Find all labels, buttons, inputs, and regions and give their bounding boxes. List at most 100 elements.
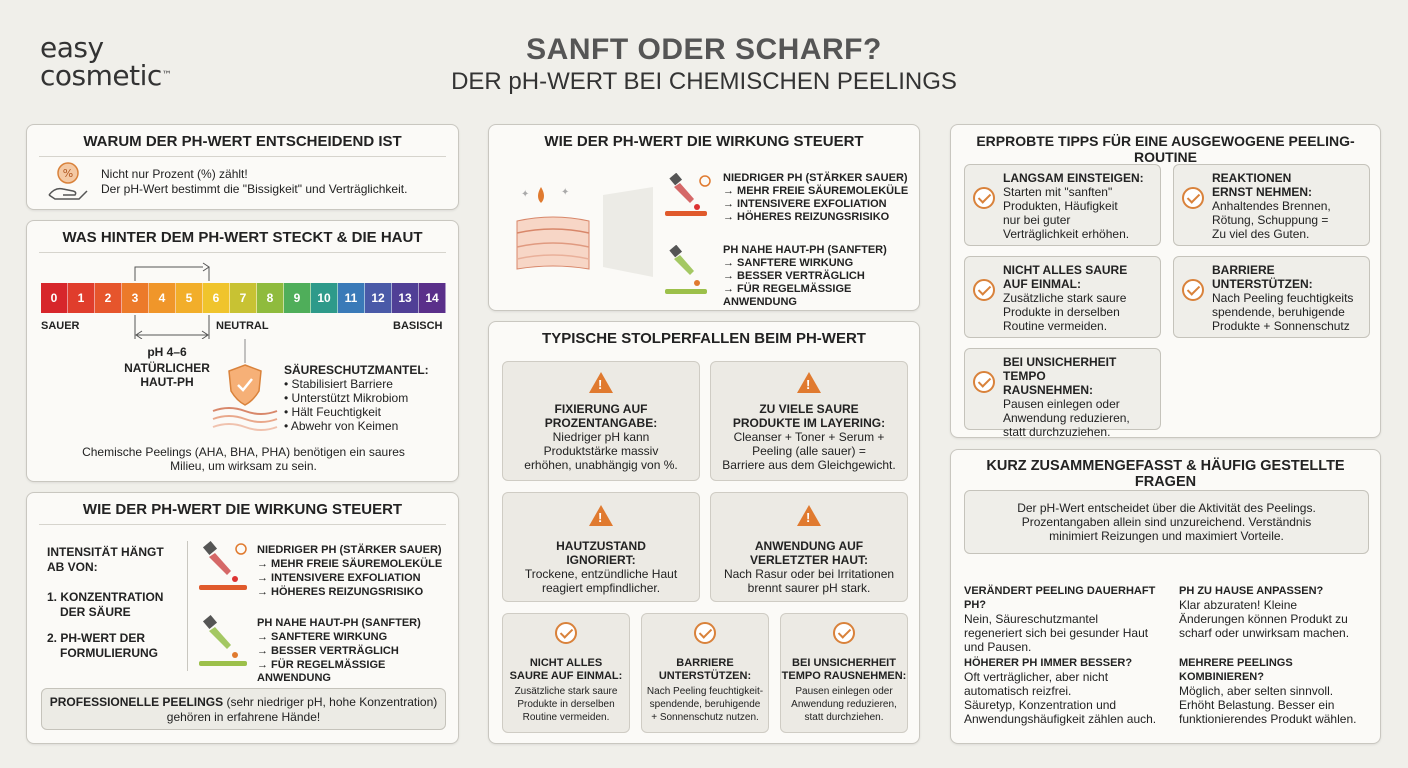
logo-word: cosmetic: [40, 59, 162, 92]
logo-line-2: cosmetic™: [40, 59, 172, 92]
svg-text:✦: ✦: [561, 187, 569, 198]
tip-5-body-1: Pausen einlegen oder: [1003, 397, 1120, 411]
dropper-acid-icon: [665, 173, 711, 216]
label-basisch: BASISCH: [393, 320, 443, 332]
pitfall-2-body-3: Barriere aus dem Gleichgewicht.: [722, 458, 896, 472]
pitfall-7-title-1: BEI UNSICHERHEIT: [792, 657, 896, 669]
tip-5-text: BEI UNSICHERHEIT TEMPO RAUSNEHMEN: Pause…: [1003, 355, 1160, 439]
panel-faq-title: KURZ ZUSAMMENGEFASST & HÄUFIG GESTELLTE …: [986, 458, 1345, 490]
panel-warum-title: WARUM DER PH-WERT ENTSCHEIDEND IST: [39, 125, 446, 157]
faq-3-answer-4: Anwendungshäufigkeit zählen auch.: [964, 712, 1157, 726]
panel-skala: WAS HINTER DEM PH-WERT STECKT & DIE HAUT…: [26, 220, 459, 482]
label-sauer: SAUER: [41, 320, 80, 332]
mantel-item-2: • Unterstützt Mikrobiom: [284, 391, 409, 405]
faq-2-answer-1: Klar abzuraten! Kleine: [1179, 598, 1298, 612]
warum-line-2: Der pH-Wert bestimmt die "Bissigkeit" un…: [101, 182, 408, 196]
skala-footer-2: Milieu, um wirksam zu sein.: [170, 459, 317, 473]
tip-1-body-3: nur bei guter: [1003, 213, 1071, 227]
page-subtitle: DER pH-WERT BEI CHEMISCHEN PEELINGS: [451, 68, 957, 95]
pro-peeling-rest: (sehr niedriger pH, hohe Konzentration): [223, 695, 438, 709]
pitfall-6-title-1: BARRIERE: [676, 657, 734, 669]
panel-wirkung-mid: WIE DER PH-WERT DIE WIRKUNG STEUERT ✦ ✦ …: [488, 124, 920, 311]
panel-wirkung-left-title: WIE DER PH-WERT DIE WIRKUNG STEUERT: [39, 493, 446, 525]
pitfall-4-body-2: brennt saurer pH stark.: [747, 581, 871, 595]
faq-4-answer-1: Möglich, aber selten sinnvoll.: [1179, 684, 1334, 698]
ph-scale-cell: 4: [149, 283, 176, 313]
faq-4-answer-3: funktionierendes Produkt wählen.: [1179, 712, 1357, 726]
pitfall-5-body-2: Produkte in derselben: [517, 699, 615, 710]
pitfall-5-body-3: Routine vermeiden.: [522, 712, 610, 723]
faq-3-answer-2: automatisch reizfrei.: [964, 684, 1072, 698]
pitfall-1-title-1: FIXIERUNG AUF: [554, 402, 648, 416]
warning-icon: !: [589, 372, 613, 393]
pitfall-2-title-1: ZU VIELE SAURE: [759, 402, 859, 416]
pitfall-7-body-2: Anwendung reduzieren,: [791, 699, 897, 710]
faq-2-answer-2: Änderungen können Produkt zu: [1179, 612, 1348, 626]
hand-percent-icon: %: [48, 162, 88, 200]
ph-scale-cell: 0: [41, 283, 68, 313]
summary-line-2: Prozentangaben allein sind unzureichend.…: [1021, 515, 1312, 529]
pitfall-3-body-2: reagiert empfindlicher.: [541, 581, 661, 595]
low-ph-item-3-left: → HÖHERES REIZUNGSRISIKO: [257, 586, 424, 598]
faq-1-answer-3: und Pausen.: [964, 640, 1032, 654]
check-icon: [1182, 187, 1204, 209]
intensity-2: AB VON:: [47, 560, 98, 574]
mantel-item-4: • Abwehr von Keimen: [284, 419, 399, 433]
tip-card-4: BARRIERE UNTERSTÜTZEN: Nach Peeling feuc…: [1173, 256, 1370, 338]
faq-1-answer-2: regeneriert sich bei gesunder Haut: [964, 626, 1149, 640]
panel-tipps: ERPROBTE TIPPS FÜR EINE AUSGEWOGENE PEEL…: [950, 124, 1381, 439]
tip-3-body-2: Produkte in derselben: [1003, 305, 1120, 319]
pitfall-1-body-1: Niedriger pH kann: [552, 430, 650, 444]
tip-5-head-2: RAUSNEHMEN:: [1003, 383, 1093, 397]
dropper-gentle-icon: [665, 245, 707, 294]
tip-3-head-1: NICHT ALLES SAURE: [1003, 263, 1128, 277]
pro-peeling-line-2: gehören in erfahrene Hände!: [166, 710, 321, 724]
label-neutral: NEUTRAL: [216, 320, 269, 332]
tip-card-3: NICHT ALLES SAURE AUF EINMAL: Zusätzlich…: [964, 256, 1161, 338]
factor-2a: 2. PH-WERT DER: [47, 631, 146, 645]
tip-card-1: LANGSAM EINSTEIGEN: Starten mit "sanften…: [964, 164, 1161, 246]
warum-line-1: Nicht nur Prozent (%) zählt!: [101, 167, 248, 181]
high-ph-title-left: PH NAHE HAUT-PH (SANFTER): [257, 617, 421, 629]
faq-3-answer-1: Oft verträglicher, aber nicht: [964, 670, 1109, 684]
range-arrows: [134, 262, 210, 339]
summary-line-3: minimiert Reizungen und maximiert Vortei…: [1049, 529, 1284, 543]
tip-5-body-3: statt durchzuziehen.: [1003, 425, 1111, 439]
tip-3-head-2: AUF EINMAL:: [1003, 277, 1081, 291]
ph-scale-cell: 11: [338, 283, 365, 313]
pitfall-card-7: BEI UNSICHERHEIT TEMPO RAUSNEHMEN: Pause…: [780, 613, 908, 733]
check-icon: [833, 622, 855, 644]
faq-1-answer-1: Nein, Säureschutzmantel: [964, 612, 1099, 626]
panel-skala-title: WAS HINTER DEM PH-WERT STECKT & DIE HAUT: [39, 221, 446, 253]
high-ph-item-2-mid: → BESSER VERTRÄGLICH: [723, 270, 865, 282]
check-icon: [1182, 279, 1204, 301]
panel-stolperfallen-title: TYPISCHE STOLPERFALLEN BEIM PH-WERT: [542, 330, 866, 347]
panel-tipps-title: ERPROBTE TIPPS FÜR EINE AUSGEWOGENE PEEL…: [976, 133, 1355, 165]
logo-line-1: easy: [40, 31, 104, 64]
ph-scale-cell: 7: [230, 283, 257, 313]
natural-label-2: HAUT-PH: [140, 375, 194, 389]
tip-1-head-1: LANGSAM EINSTEIGEN:: [1003, 171, 1144, 185]
tip-5-head-1: BEI UNSICHERHEIT TEMPO: [1003, 355, 1117, 383]
tip-card-5: BEI UNSICHERHEIT TEMPO RAUSNEHMEN: Pause…: [964, 348, 1161, 439]
pitfall-2-body-1: Cleanser + Toner + Serum +: [733, 430, 885, 444]
ph-scale-cell: 8: [257, 283, 284, 313]
ph-scale-cell: 9: [284, 283, 311, 313]
panel-warum: WARUM DER PH-WERT ENTSCHEIDEND IST % Nic…: [26, 124, 459, 210]
ph-scale-cell: 12: [365, 283, 392, 313]
ph-scale-cell: 1: [68, 283, 95, 313]
low-ph-title-mid: NIEDRIGER PH (STÄRKER SAUER): [723, 172, 908, 184]
faq-item-2: PH ZU HAUSE ANPASSEN? Klar abzuraten! Kl…: [1179, 584, 1379, 640]
range-label: pH 4–6: [147, 345, 187, 359]
tip-3-body-3: Routine vermeiden.: [1003, 319, 1108, 333]
pitfall-1-body-3: erhöhen, unabhängig von %.: [524, 458, 678, 472]
pitfall-card-2: ! ZU VIELE SAURE PRODUKTE IM LAYERING: C…: [710, 361, 908, 481]
pitfall-6-body-2: spendende, beruhigende: [649, 699, 761, 710]
pitfall-3-body-1: Trockene, entzündliche Haut: [524, 567, 678, 581]
pitfall-card-5: NICHT ALLES SAURE AUF EINMAL: Zusätzlich…: [502, 613, 630, 733]
faq-1-question: VERÄNDERT PEELING DAUERHAFT PH?: [964, 585, 1156, 611]
natural-label-1: NATÜRLICHER: [124, 361, 210, 375]
ph-scale-cell: 13: [392, 283, 419, 313]
tip-4-body-1: Nach Peeling feuchtigkeits: [1212, 291, 1354, 305]
